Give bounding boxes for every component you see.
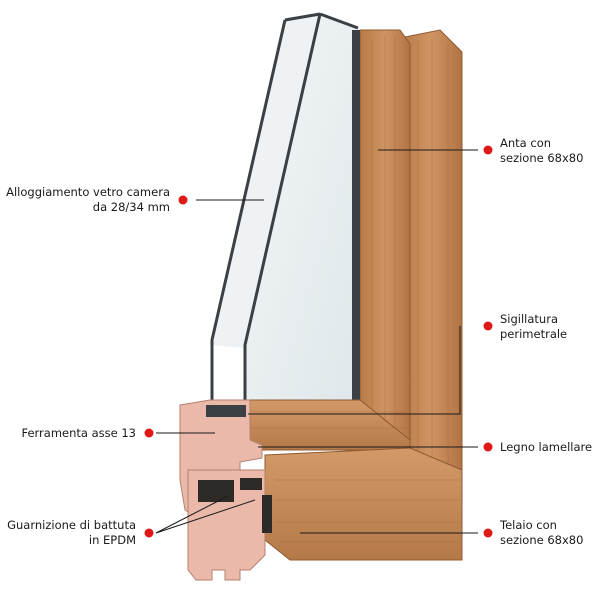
gasket bbox=[262, 495, 272, 533]
label-ferramenta: Ferramenta asse 13 bbox=[21, 426, 136, 440]
marker-sigillatura bbox=[483, 321, 493, 331]
telaio-horizontal bbox=[264, 447, 463, 561]
label-sigillatura: Sigillatura perimetrale bbox=[500, 312, 568, 341]
marker-ferramenta bbox=[144, 428, 154, 438]
glass-bead bbox=[206, 405, 246, 417]
marker-legno bbox=[483, 442, 493, 452]
label-anta: Anta con sezione 68x80 bbox=[500, 136, 584, 165]
leader-lines bbox=[155, 149, 478, 534]
marker-anta bbox=[483, 145, 493, 155]
marker-vetro bbox=[178, 195, 188, 205]
label-telaio: Telaio con sezione 68x80 bbox=[500, 518, 584, 547]
label-guarnizione: Guarnizione di battuta in EPDM bbox=[7, 518, 136, 547]
marker-guarnizione bbox=[144, 528, 154, 538]
hardware-channel bbox=[198, 480, 234, 502]
glass-pane-outer bbox=[212, 14, 320, 348]
marker-telaio bbox=[483, 528, 493, 538]
glass-pane bbox=[245, 14, 360, 400]
label-vetro: Alloggiamento vetro camera da 28/34 mm bbox=[6, 185, 170, 214]
glass-edges bbox=[210, 12, 359, 405]
label-legno: Legno lamellare bbox=[500, 440, 593, 454]
markers bbox=[144, 145, 493, 538]
glass-spacer bbox=[352, 30, 360, 410]
